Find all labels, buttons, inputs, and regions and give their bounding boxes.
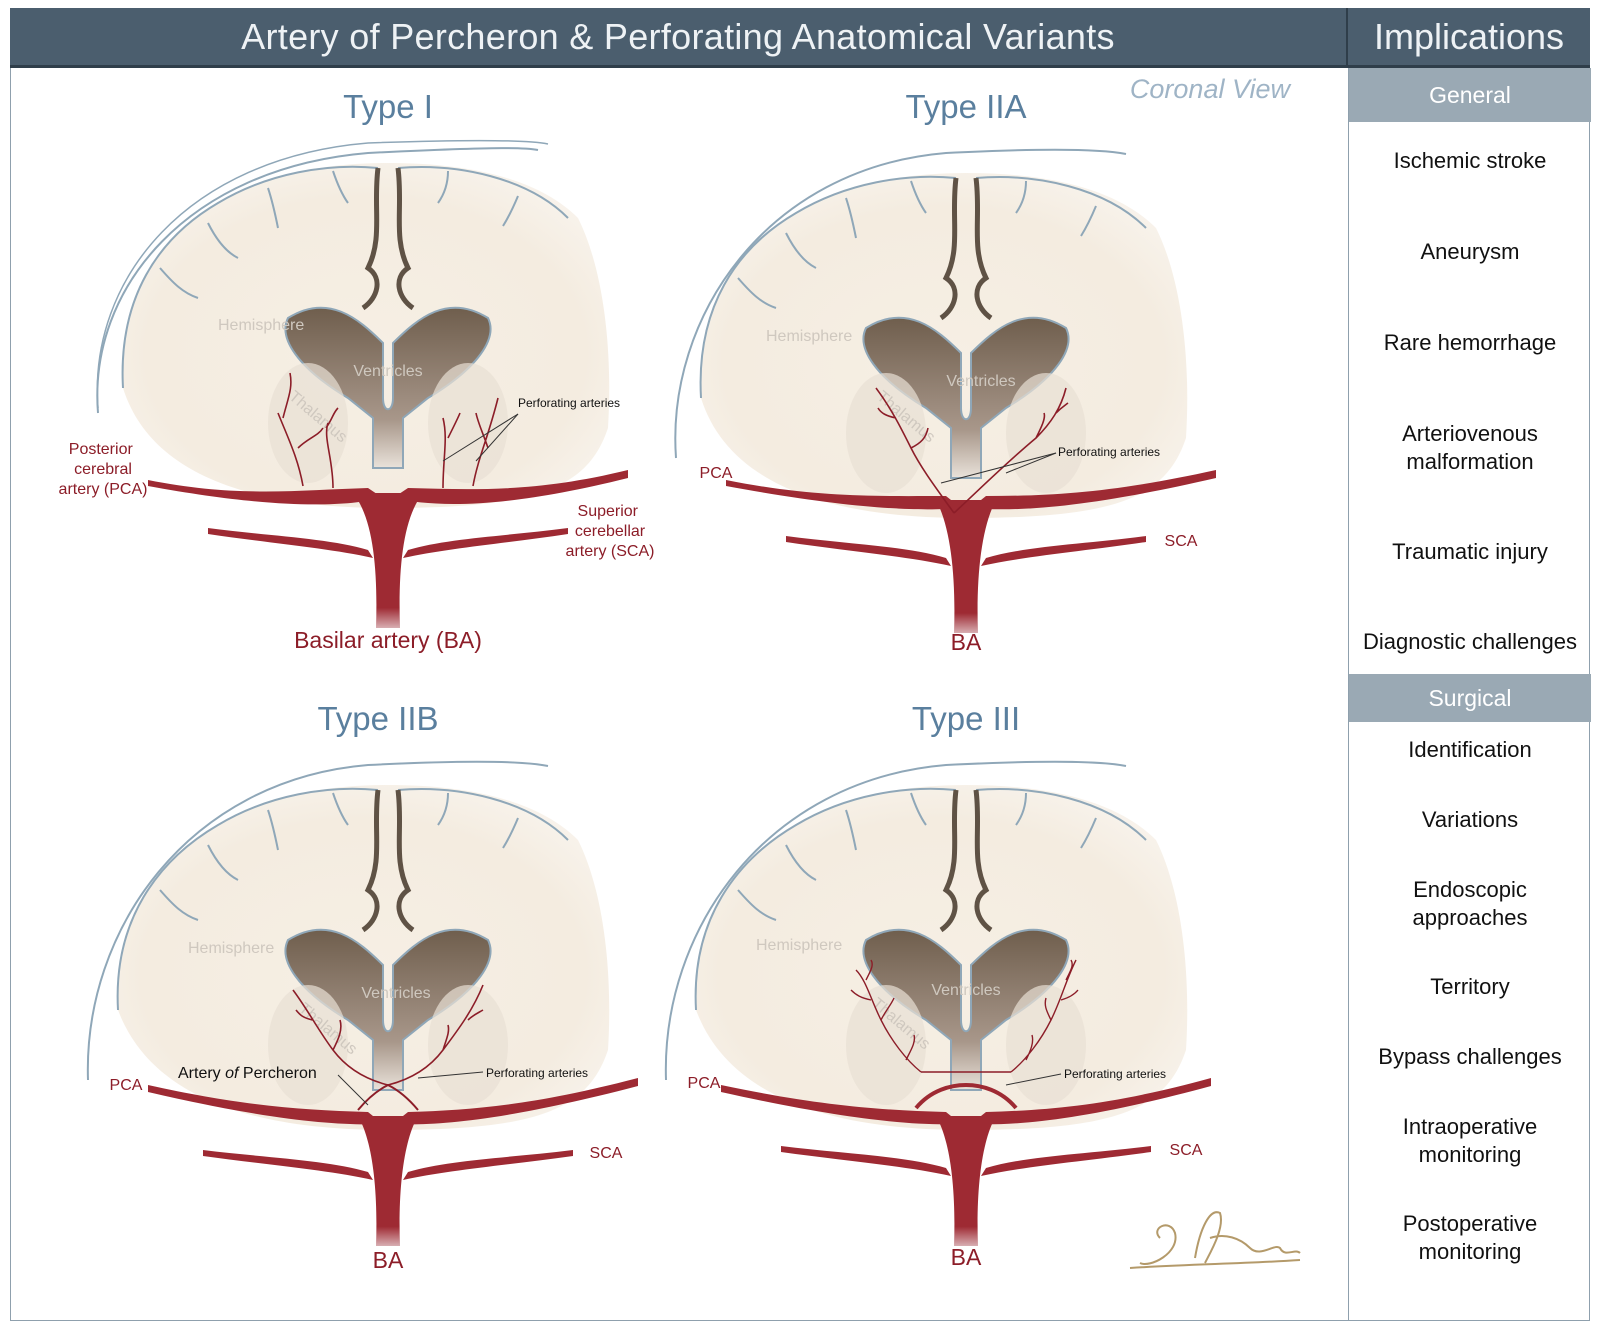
pca-label: PCA bbox=[688, 1075, 721, 1092]
ventricles-label: Ventricles bbox=[931, 982, 1000, 999]
type-label: Type IIB bbox=[317, 700, 438, 737]
section-general-heading: General bbox=[1349, 68, 1591, 122]
surgical-item: Intraoperative monitoring bbox=[1402, 1114, 1538, 1167]
thalamus-left bbox=[268, 363, 348, 483]
artery-tree bbox=[726, 387, 1216, 633]
artist-signature bbox=[1129, 1211, 1301, 1269]
percheron-label: Artery of Percheron bbox=[178, 1065, 317, 1082]
artery-tree bbox=[721, 959, 1211, 1246]
ventricles-shape bbox=[284, 306, 492, 469]
hemisphere-label: Hemisphere bbox=[188, 940, 274, 957]
artery-tree bbox=[148, 372, 628, 628]
general-item: Diagnostic challenges bbox=[1362, 629, 1578, 654]
brain-section: Hemisphere Ventricles Thalamus bbox=[664, 760, 1188, 1130]
artery-tree bbox=[148, 984, 638, 1246]
sca-label: SCA bbox=[1165, 533, 1198, 550]
type-label: Type III bbox=[912, 700, 1020, 737]
panel-type-2a: Type IIA Hemisphere Ventricles Thalamus … bbox=[674, 88, 1216, 655]
ventricles-label: Ventricles bbox=[361, 985, 430, 1002]
perforating-label: Perforating arteries bbox=[1058, 445, 1160, 459]
surgical-item: Postoperative monitoring bbox=[1402, 1211, 1538, 1264]
ba-label: BA bbox=[373, 1247, 404, 1273]
general-item: Arteriovenous malformation bbox=[1402, 421, 1538, 474]
panel-type-2b: Type IIB Hemisphere Ventricles Thalamus … bbox=[86, 700, 638, 1273]
general-item: Ischemic stroke bbox=[1393, 148, 1547, 173]
ba-label: Basilar artery (BA) bbox=[294, 627, 482, 653]
diagram-canvas: Coronal View Type I Hemisphere Ventricle… bbox=[59, 74, 1301, 1273]
sca-label: SCA bbox=[590, 1145, 623, 1162]
section-surgical-heading: Surgical bbox=[1349, 674, 1591, 722]
type-label: Type I bbox=[343, 88, 433, 125]
surgical-item: Territory bbox=[1430, 974, 1510, 999]
surgical-item: Endoscopic approaches bbox=[1412, 877, 1528, 930]
pca-label: PCA bbox=[700, 465, 733, 482]
implications-sidebar: General Ischemic stroke Aneurysm Rare he… bbox=[1348, 68, 1591, 1321]
figure-title: Artery of Percheron & Perforating Anatom… bbox=[10, 8, 1348, 65]
perforating-label: Perforating arteries bbox=[518, 396, 620, 410]
brain-section: Hemisphere Ventricles Thalamus bbox=[674, 148, 1188, 518]
brain-section: Hemisphere Ventricles Thalamus bbox=[86, 760, 610, 1130]
thalamus-right bbox=[428, 363, 508, 483]
general-item: Traumatic injury bbox=[1392, 539, 1548, 564]
surgical-item: Bypass challenges bbox=[1378, 1044, 1562, 1069]
ventricles-label: Ventricles bbox=[353, 363, 422, 380]
ba-label: BA bbox=[951, 1244, 982, 1270]
general-item: Rare hemorrhage bbox=[1383, 330, 1557, 355]
pca-label: PCA bbox=[110, 1077, 143, 1094]
perforating-label: Perforating arteries bbox=[486, 1066, 588, 1080]
panel-type-1: Type I Hemisphere Ventricles Thalamus bbox=[59, 88, 655, 653]
view-label: Coronal View bbox=[1130, 74, 1292, 104]
surgical-item: Identification bbox=[1408, 737, 1532, 762]
title-divider bbox=[10, 65, 1590, 68]
hemisphere-label: Hemisphere bbox=[218, 317, 304, 334]
brain-section: Hemisphere Ventricles Thalamus bbox=[96, 139, 610, 508]
panel-type-3: Type III Hemisphere Ventricles Thalamus bbox=[664, 700, 1211, 1270]
sca-label: SCA bbox=[1170, 1142, 1203, 1159]
ventricles-label: Ventricles bbox=[946, 373, 1015, 390]
skull-outline bbox=[96, 147, 539, 414]
surgical-item: Variations bbox=[1421, 807, 1519, 832]
type-label: Type IIA bbox=[905, 88, 1026, 125]
hemisphere-label: Hemisphere bbox=[756, 937, 842, 954]
hemisphere-label: Hemisphere bbox=[766, 328, 852, 345]
perforating-label: Perforating arteries bbox=[1064, 1067, 1166, 1081]
implications-title: Implications bbox=[1348, 8, 1590, 65]
general-item: Aneurysm bbox=[1420, 239, 1520, 264]
ba-label: BA bbox=[951, 629, 982, 655]
